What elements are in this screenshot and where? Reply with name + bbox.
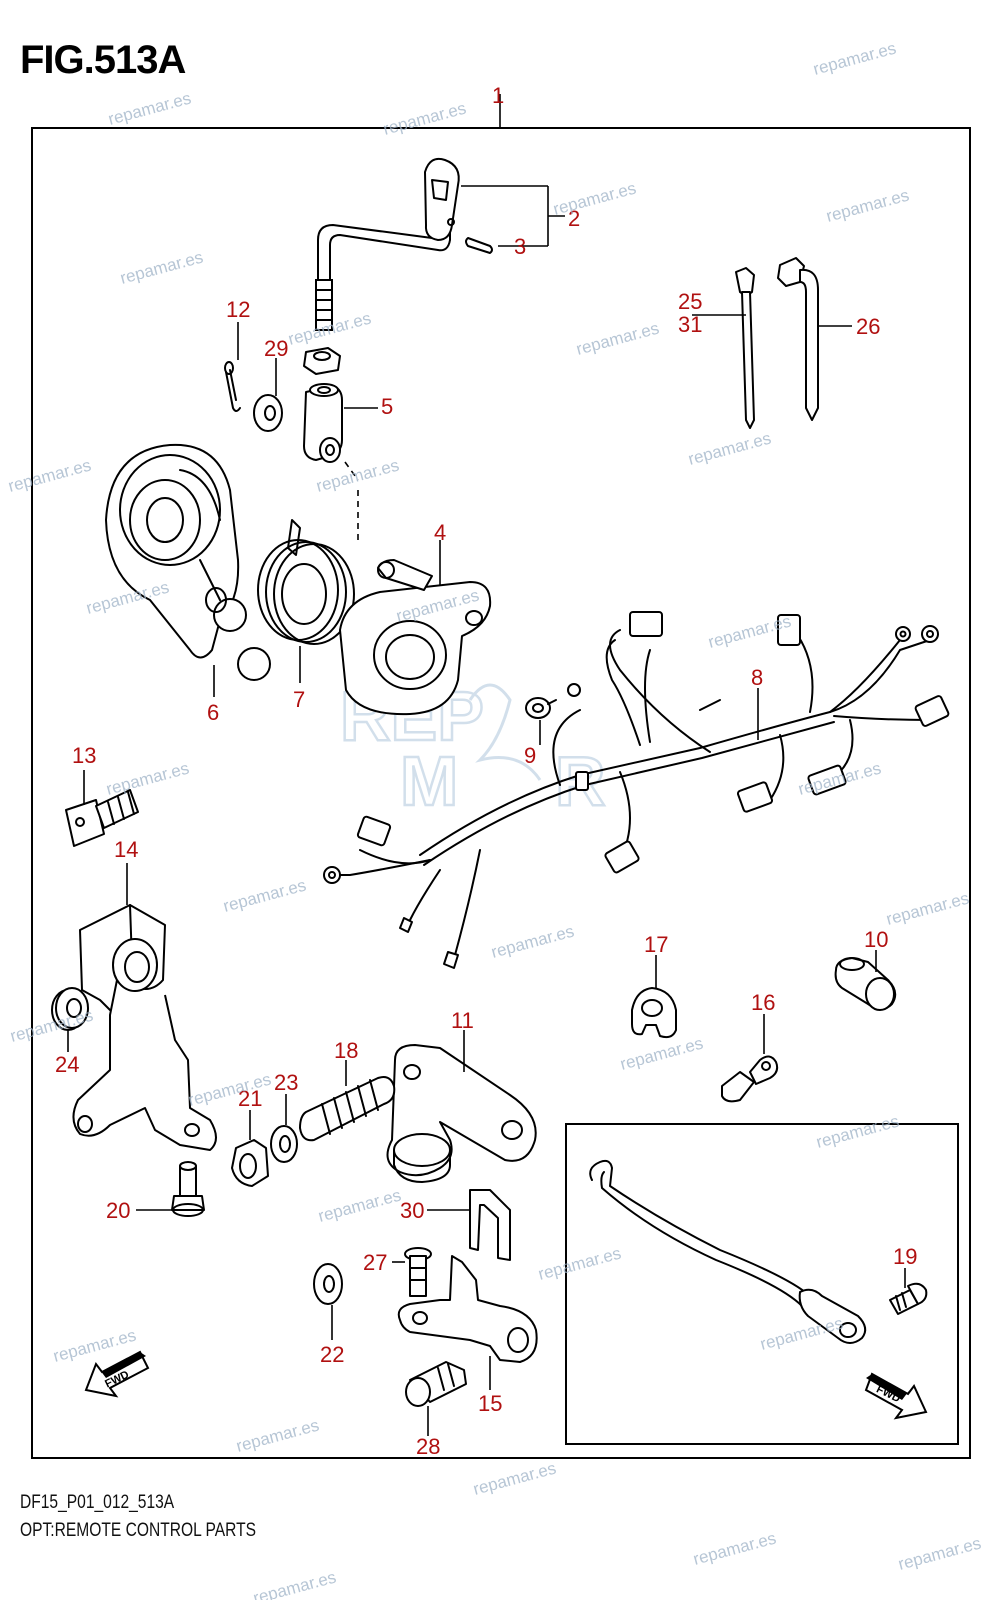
callout-29: 29 xyxy=(264,336,288,361)
watermark-18: repamar.es xyxy=(489,921,576,961)
part-14-bracket xyxy=(72,904,217,1151)
watermark-27: repamar.es xyxy=(758,1313,845,1353)
watermark-29: repamar.es xyxy=(471,1458,558,1498)
watermark-28: repamar.es xyxy=(234,1415,321,1455)
callout-16: 16 xyxy=(751,990,775,1015)
watermark-23: repamar.es xyxy=(814,1111,901,1151)
part-27-bolt xyxy=(404,1247,432,1297)
callout-2: 2 xyxy=(568,206,580,231)
callout-22: 22 xyxy=(320,1342,344,1367)
watermark-24: repamar.es xyxy=(316,1185,403,1225)
callout-5: 5 xyxy=(381,394,393,419)
callout-10: 10 xyxy=(864,927,888,952)
part-29-washer xyxy=(253,394,283,432)
callout-6: 6 xyxy=(207,700,219,725)
part-26-cable-tie xyxy=(777,257,819,421)
figure-title: FIG.513A xyxy=(20,38,186,82)
part-16-terminal xyxy=(721,1055,779,1103)
inset-cable xyxy=(589,1159,867,1344)
callout-23: 23 xyxy=(274,1070,298,1095)
fwd-arrow-left: FWD xyxy=(84,1350,150,1398)
part-28-bolt xyxy=(405,1361,467,1407)
footer-model-code: DF15_P01_012_513A xyxy=(20,1492,175,1513)
watermark-9: repamar.es xyxy=(6,455,93,495)
callout-25: 25 xyxy=(678,289,702,314)
main-frame xyxy=(31,127,971,1459)
watermark-11: repamar.es xyxy=(686,428,773,468)
callout-7: 7 xyxy=(293,687,305,712)
callout-20: 20 xyxy=(106,1198,130,1223)
callout-15: 15 xyxy=(478,1391,502,1416)
part-18-stud xyxy=(299,1076,396,1142)
watermark-30: repamar.es xyxy=(691,1528,778,1568)
callout-19: 19 xyxy=(893,1244,917,1269)
callout-9: 9 xyxy=(524,743,536,768)
part-24-grommet xyxy=(51,987,89,1031)
callout-21: 21 xyxy=(238,1086,262,1111)
part-23-washer xyxy=(270,1125,298,1163)
callout-labels: 1 2 3 4 5 6 7 8 9 10 11 12 13 14 15 16 1… xyxy=(55,83,917,1459)
callout-3: 3 xyxy=(514,234,526,259)
watermark-17: repamar.es xyxy=(221,875,308,915)
watermark-3: repamar.es xyxy=(811,38,898,78)
part-15-bracket xyxy=(397,1255,538,1363)
part-11-plate xyxy=(386,1044,537,1183)
watermark-1: repamar.es xyxy=(106,88,193,128)
watermark-8: repamar.es xyxy=(574,318,661,358)
watermark-16: repamar.es xyxy=(796,758,883,798)
part-13-bolt xyxy=(65,789,139,847)
callout-31: 31 xyxy=(678,312,702,337)
callout-8: 8 xyxy=(751,665,763,690)
svg-text:M: M xyxy=(400,742,458,820)
part-21-nut xyxy=(231,1139,269,1187)
callout-13: 13 xyxy=(72,743,96,768)
callout-17: 17 xyxy=(644,932,668,957)
footer-caption: OPT:REMOTE CONTROL PARTS xyxy=(20,1520,257,1541)
watermark-25: repamar.es xyxy=(536,1243,623,1283)
part-2-cable-end xyxy=(315,157,460,331)
part-19-screw xyxy=(889,1282,928,1315)
part-17-grommet xyxy=(631,987,677,1039)
part-5-joint xyxy=(303,383,343,463)
inset-frame xyxy=(565,1123,959,1445)
watermark-19: repamar.es xyxy=(884,888,971,928)
watermark-5: repamar.es xyxy=(824,185,911,225)
part-12-cotter-pin xyxy=(224,361,241,412)
callout-30: 30 xyxy=(400,1198,424,1223)
callout-28: 28 xyxy=(416,1434,440,1459)
part-7-spring xyxy=(257,519,355,645)
part-20-bolt xyxy=(171,1161,205,1217)
part-4-lever xyxy=(339,559,492,716)
part-3-pin xyxy=(465,237,493,254)
callout-26: 26 xyxy=(856,314,880,339)
part-9-grommet xyxy=(525,697,557,719)
watermark-4: repamar.es xyxy=(551,178,638,218)
part-22-washer xyxy=(313,1263,343,1305)
callout-12: 12 xyxy=(226,297,250,322)
watermark-15: repamar.es xyxy=(104,758,191,798)
part-25-31-cable-tie xyxy=(735,267,755,429)
watermark-text: repamar.es repamar.es repamar.es repamar… xyxy=(6,38,983,1600)
watermark-22: repamar.es xyxy=(618,1033,705,1073)
callout-1: 1 xyxy=(492,83,504,108)
part-30-clip xyxy=(469,1189,511,1261)
callout-18: 18 xyxy=(334,1038,358,1063)
part-nut xyxy=(303,347,341,375)
callout-4: 4 xyxy=(434,520,446,545)
watermark-2: repamar.es xyxy=(381,98,468,138)
watermark-6: repamar.es xyxy=(118,247,205,287)
part-10-collar xyxy=(834,957,897,1011)
part-8-wiring-harness xyxy=(323,611,950,969)
callout-27: 27 xyxy=(363,1250,387,1275)
watermark-31: repamar.es xyxy=(896,1533,983,1573)
callout-11: 11 xyxy=(451,1008,474,1033)
fwd-arrow-right: FWD xyxy=(864,1372,928,1420)
watermark-32: repamar.es xyxy=(251,1567,338,1600)
part-6-lever-housing xyxy=(105,443,271,681)
callout-24: 24 xyxy=(55,1052,79,1077)
callout-14: 14 xyxy=(114,837,138,862)
